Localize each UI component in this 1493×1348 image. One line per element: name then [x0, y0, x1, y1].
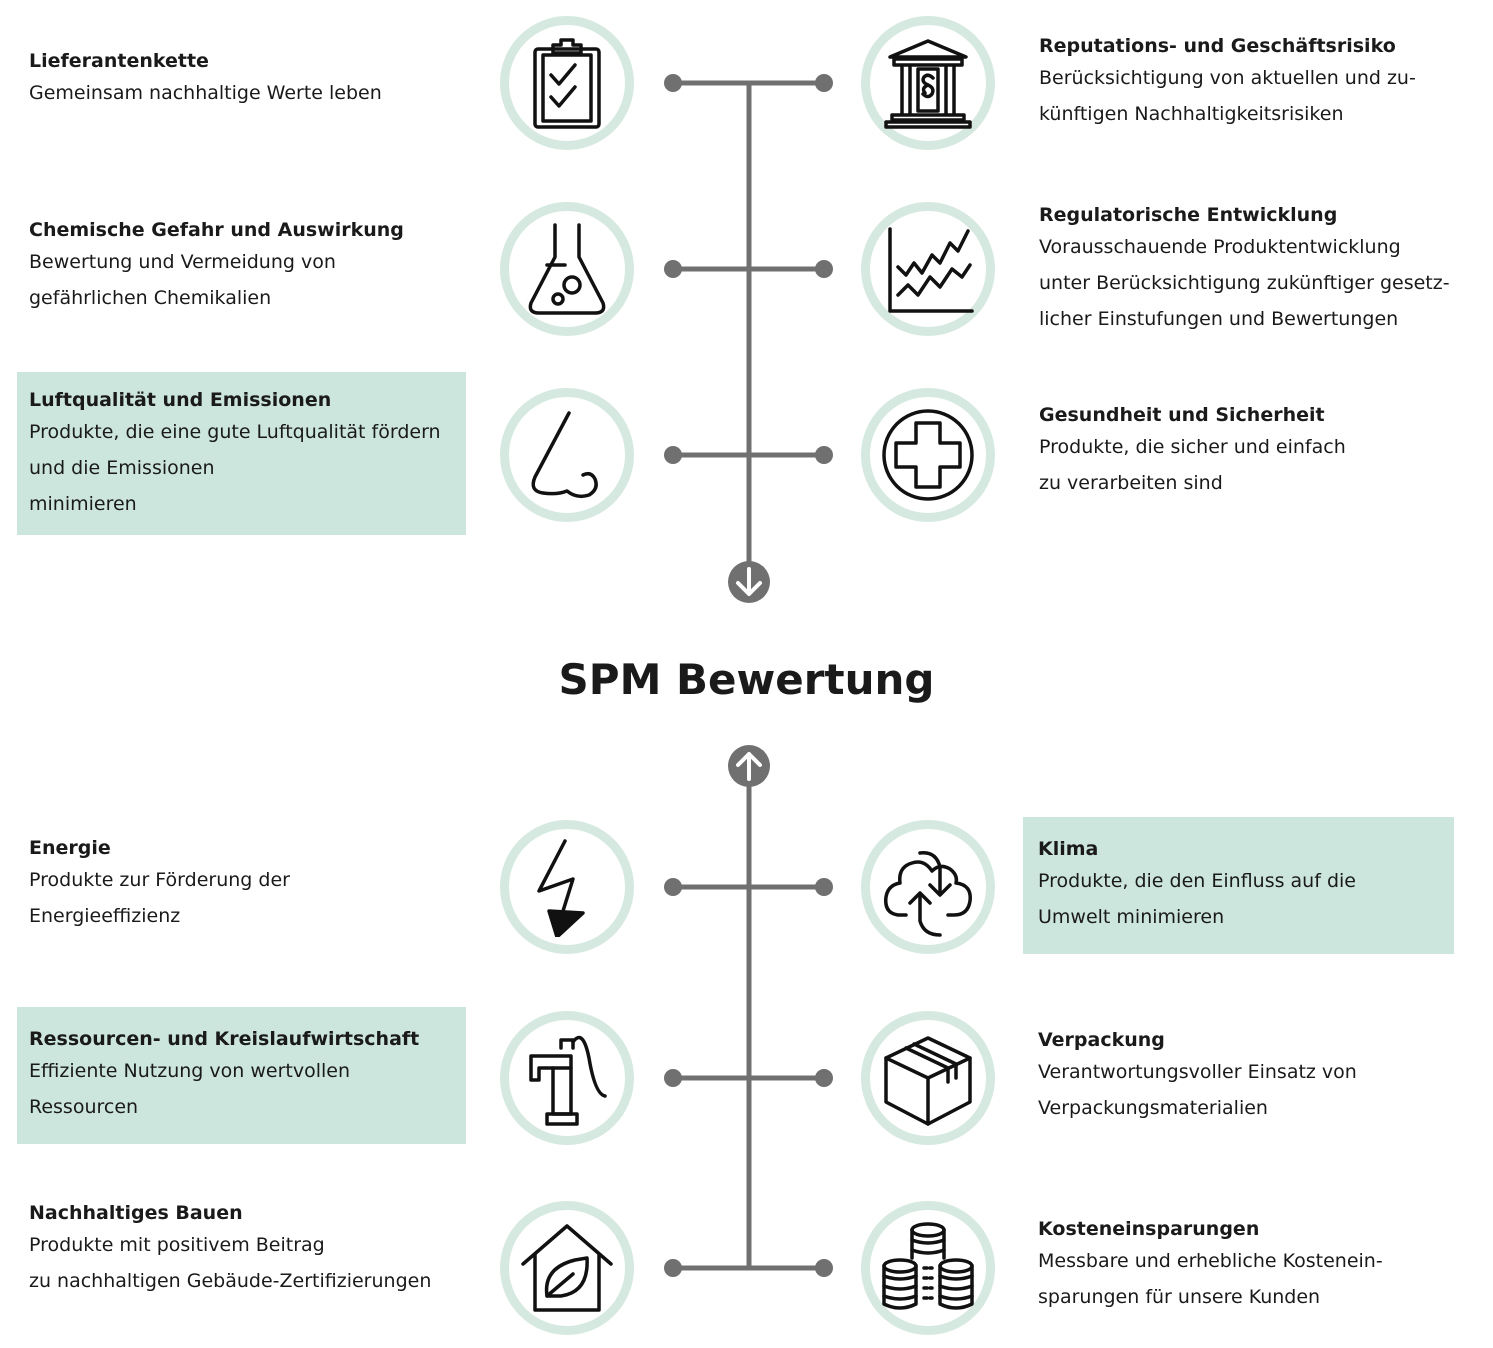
lightning-circle — [500, 820, 634, 954]
nose-icon — [531, 411, 598, 499]
card-title: Verpackung — [1038, 1029, 1165, 1051]
nose-circle — [500, 388, 634, 522]
card-regulatorische-entwicklung: Regulatorische Entwicklung Vorausschauen… — [1027, 193, 1487, 347]
card-lieferantenkette: Lieferantenkette Gemeinsam nachhaltige W… — [17, 39, 466, 121]
node-dot — [815, 260, 833, 278]
node-dot — [815, 1259, 833, 1277]
card-description: Messbare und erhebliche Kostenein- sparu… — [1038, 1250, 1383, 1308]
water-pump-icon — [529, 1035, 607, 1126]
card-title: Luftqualität und Emissionen — [29, 389, 332, 411]
flask-circle — [500, 202, 634, 336]
card-description: Produkte, die den Einfluss auf die Umwel… — [1038, 870, 1356, 928]
card-kosteneinsparungen: Kosteneinsparungen Messbare und erheblic… — [1026, 1207, 1486, 1325]
node-dot — [815, 74, 833, 92]
card-description: Bewertung und Vermeidung von gefährliche… — [29, 251, 336, 309]
card-description: Produkte, die eine gute Luftqualität för… — [29, 421, 441, 515]
courthouse-circle — [861, 16, 995, 150]
cloud-cycle-icon — [884, 851, 972, 937]
arrow-down-icon — [728, 561, 770, 603]
package-box-icon — [884, 1036, 972, 1126]
card-chemische-gefahr: Chemische Gefahr und Auswirkung Bewertun… — [17, 208, 466, 326]
card-title: Lieferantenkette — [29, 50, 209, 72]
card-description: Produkte zur Förderung der Energieeffizi… — [29, 869, 290, 927]
cross-circle — [861, 388, 995, 522]
courthouse-paragraph-icon — [884, 39, 972, 129]
flask-icon — [528, 223, 606, 315]
medical-cross-icon — [882, 409, 974, 501]
clipboard-checklist-icon — [533, 38, 601, 129]
card-title: Kosteneinsparungen — [1038, 1218, 1260, 1240]
card-title: Regulatorische Entwicklung — [1039, 204, 1338, 226]
zigzag-chart-icon — [888, 227, 974, 313]
node-dot — [664, 1069, 682, 1087]
card-description: Produkte, die sicher und einfach zu vera… — [1039, 436, 1346, 494]
card-description: Produkte mit positivem Beitrag zu nachha… — [29, 1234, 432, 1292]
card-title: Ressourcen- und Kreislaufwirtschaft — [29, 1028, 420, 1050]
card-nachhaltiges-bauen: Nachhaltiges Bauen Produkte mit positive… — [17, 1191, 466, 1309]
node-dot — [664, 1259, 682, 1277]
card-title: Reputations- und Geschäftsrisiko — [1039, 35, 1396, 57]
cloud-circle — [861, 820, 995, 954]
card-title: Chemische Gefahr und Auswirkung — [29, 219, 404, 241]
lightning-bolt-icon — [537, 839, 585, 937]
clipboard-circle — [500, 16, 634, 150]
arrow-up-icon — [728, 745, 770, 787]
card-reputationsrisiko: Reputations- und Geschäftsrisiko Berücks… — [1027, 24, 1487, 142]
card-klima: Klima Produkte, die den Einfluss auf die… — [1023, 817, 1454, 954]
card-description: Berücksichtigung von aktuellen und zu- k… — [1039, 67, 1416, 125]
node-dot — [815, 878, 833, 896]
card-title: Gesundheit und Sicherheit — [1039, 404, 1325, 426]
card-description: Effiziente Nutzung von wertvollen Ressou… — [29, 1060, 350, 1118]
card-title: Nachhaltiges Bauen — [29, 1202, 243, 1224]
card-title: Energie — [29, 837, 111, 859]
card-title: Klima — [1038, 838, 1099, 860]
card-gesundheit-sicherheit: Gesundheit und Sicherheit Produkte, die … — [1027, 393, 1487, 511]
card-luftqualitaet: Luftqualität und Emissionen Produkte, di… — [17, 372, 466, 535]
chart-circle — [861, 202, 995, 336]
node-dot — [664, 260, 682, 278]
coin-stacks-icon — [882, 1222, 974, 1310]
node-dot — [815, 446, 833, 464]
node-dot — [815, 1069, 833, 1087]
coins-circle — [861, 1201, 995, 1335]
house-leaf-icon — [521, 1224, 613, 1312]
card-energie: Energie Produkte zur Förderung der Energ… — [17, 826, 466, 944]
card-description: Verantwortungsvoller Einsatz von Verpack… — [1038, 1061, 1357, 1119]
node-dot — [664, 74, 682, 92]
card-description: Vorausschauende Produktentwicklung unter… — [1039, 236, 1450, 330]
card-description: Gemeinsam nachhaltige Werte leben — [29, 82, 382, 104]
box-circle — [861, 1011, 995, 1145]
pump-circle — [500, 1011, 634, 1145]
card-verpackung: Verpackung Verantwortungsvoller Einsatz … — [1026, 1018, 1486, 1136]
page-title: SPM Bewertung — [558, 655, 935, 704]
node-dot — [664, 878, 682, 896]
node-dot — [664, 446, 682, 464]
house-circle — [500, 1201, 634, 1335]
card-ressourcen-kreislauf: Ressourcen- und Kreislaufwirtschaft Effi… — [17, 1007, 466, 1144]
